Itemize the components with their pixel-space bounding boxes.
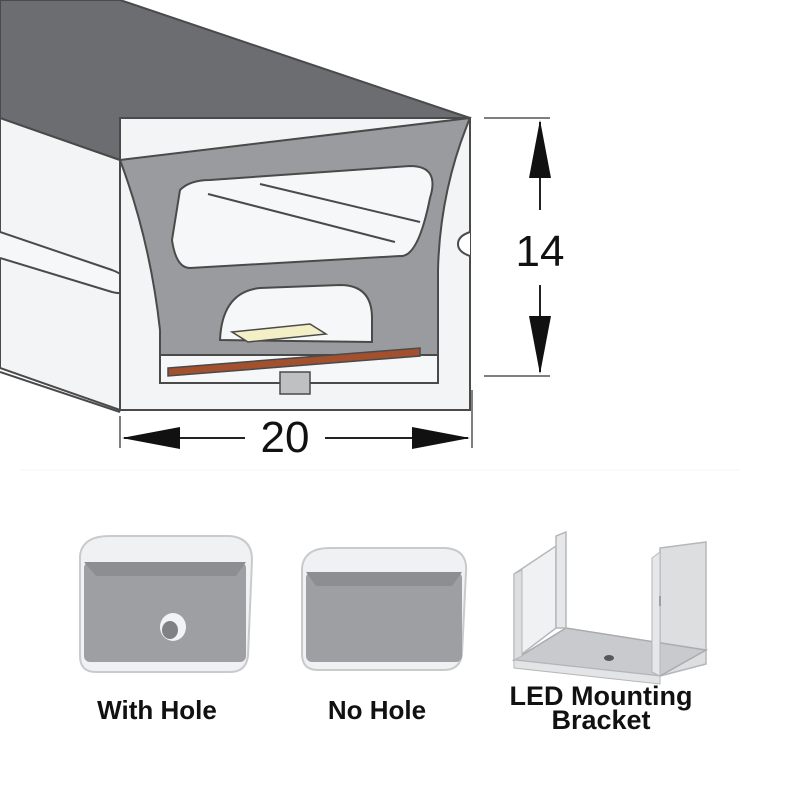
label-mounting-bracket-line2: Bracket [551,705,651,735]
width-dimension: 20 [119,390,473,462]
width-arrow-right [412,427,470,449]
height-arrow-bottom [529,316,551,374]
height-value: 14 [516,227,565,276]
upper-hollow [170,164,434,270]
upper-hollow-rail-1 [207,193,396,243]
neon-profile [0,0,472,413]
upper-hollow-rail-2 [259,183,421,223]
width-value: 20 [261,413,310,462]
height-dimension: 14 [484,117,565,377]
label-mounting-bracket-line1: LED Mounting [509,681,693,711]
width-arrow-left [122,427,180,449]
mounting-bracket [511,530,709,685]
end-cap-with-hole [79,535,254,673]
led-chamber [218,283,373,344]
end-cap-no-hole [301,547,468,671]
label-no-hole: No Hole [327,695,427,725]
led-chip [229,323,329,343]
height-arrow-top [529,120,551,178]
side-line-lower [0,371,121,413]
label-with-hole: With Hole [97,695,217,725]
bottom-tab [279,371,311,395]
pcb-strip [167,347,421,377]
front-groove-right [456,231,471,257]
bracket-hole [604,655,614,661]
